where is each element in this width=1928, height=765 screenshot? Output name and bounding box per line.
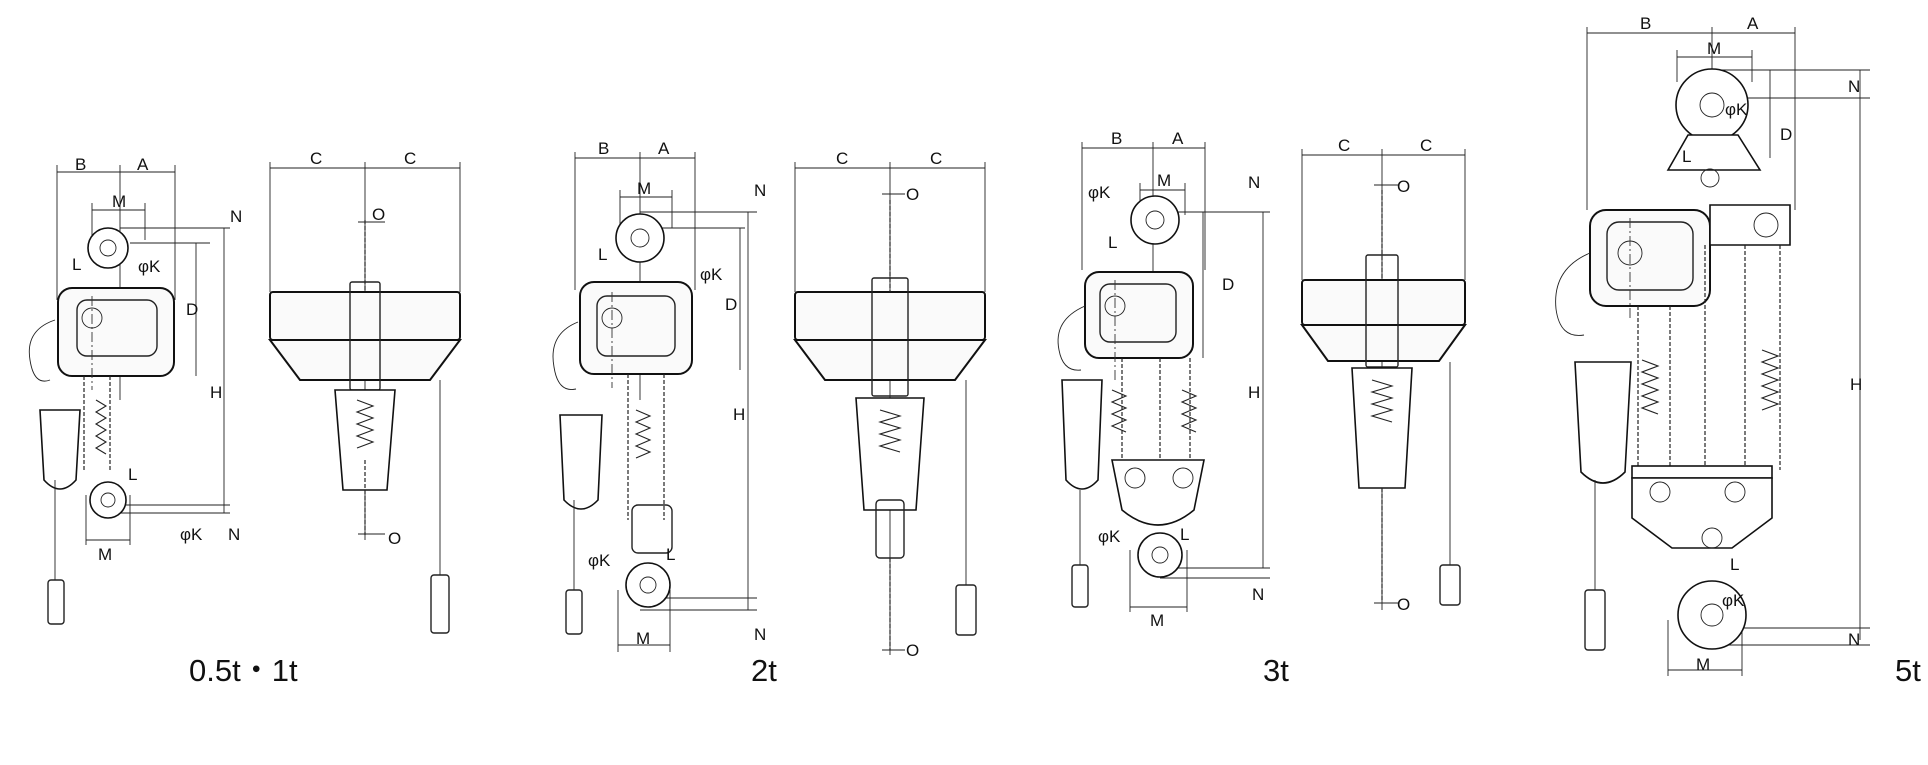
dim-label-k-top: φK (1088, 183, 1111, 202)
dim-label-c-right: C (1420, 136, 1432, 155)
dim-label-k-top: φK (1725, 100, 1748, 119)
dim-label-l-top: L (1682, 147, 1691, 166)
dim-label-o-top: O (1397, 177, 1410, 196)
dim-label-m-top: M (1157, 171, 1171, 190)
hoist-1t-side-view: C C O O (268, 149, 462, 634)
dim-label-n-bottom: N (1848, 630, 1860, 649)
caption-2t: 2t (751, 653, 777, 688)
caption-5t: 5t (1895, 653, 1921, 688)
dim-label-k-bottom: φK (180, 525, 203, 544)
dim-label-l-bottom: L (1180, 525, 1189, 544)
caption-0-5t-1t: 0.5t・1t (189, 653, 298, 688)
dim-label-a: A (1172, 129, 1184, 148)
dim-label-n-top: N (1248, 173, 1260, 192)
dim-label-h: H (210, 383, 222, 402)
dim-label-k-bottom: φK (1098, 527, 1121, 546)
dim-label-k-bottom: φK (588, 551, 611, 570)
dim-label-b: B (75, 155, 86, 174)
hoist-2t-front-view: B A M N D H φK L φK L N M (552, 139, 766, 652)
dim-label-a: A (1747, 14, 1759, 33)
dim-label-a: A (658, 139, 670, 158)
hoist-3t-side-view: C C O O (1300, 136, 1467, 614)
dim-label-l-top: L (598, 245, 607, 264)
dim-label-n-bottom: N (228, 525, 240, 544)
dim-label-m-top: M (1707, 39, 1721, 58)
dim-label-b: B (1111, 129, 1122, 148)
dim-label-m-bottom: M (1150, 611, 1164, 630)
dim-label-m-top: M (637, 179, 651, 198)
dim-label-m-bottom: M (98, 545, 112, 564)
dim-label-d: D (1222, 275, 1234, 294)
dim-label-o-bottom: O (388, 529, 401, 548)
caption-3t: 3t (1263, 653, 1289, 688)
dim-label-d: D (186, 300, 198, 319)
dim-label-c-left: C (836, 149, 848, 168)
dim-label-h: H (1248, 383, 1260, 402)
dim-label-c-right: C (930, 149, 942, 168)
dim-label-o-top: O (906, 185, 919, 204)
dim-label-k-top: φK (700, 265, 723, 284)
dim-label-o-bottom: O (1397, 595, 1410, 614)
dim-label-n-top: N (230, 207, 242, 226)
hoist-3t-front-view: B A M φK N D H L φK L N M (1057, 129, 1270, 630)
dim-label-b: B (1640, 14, 1651, 33)
dim-label-l-top: L (1108, 233, 1117, 252)
dim-label-l-bottom: L (1730, 555, 1739, 574)
dim-label-l-bottom: L (128, 465, 137, 484)
dim-label-o-bottom: O (906, 641, 919, 660)
dim-label-k-top: φK (138, 257, 161, 276)
dim-label-k-bottom: φK (1722, 591, 1745, 610)
dim-label-d: D (725, 295, 737, 314)
dim-label-n-bottom: N (754, 625, 766, 644)
dim-label-b: B (598, 139, 609, 158)
dim-label-n-top: N (1848, 77, 1860, 96)
dim-label-m-bottom: M (636, 629, 650, 648)
dim-label-c-right: C (404, 149, 416, 168)
dim-label-n-bottom: N (1252, 585, 1264, 604)
dim-label-l-top: L (72, 255, 81, 274)
dim-label-c-left: C (310, 149, 322, 168)
dim-label-c-left: C (1338, 136, 1350, 155)
hoist-1t-front-view: B A M N D H φK L φK L N M (28, 155, 242, 625)
dim-label-d: D (1780, 125, 1792, 144)
dim-label-h: H (733, 405, 745, 424)
dim-label-m-top: M (112, 192, 126, 211)
hoist-5t-front-view: B A M N D H φK L φK L N M (1555, 14, 1870, 676)
dim-label-n-top: N (754, 181, 766, 200)
dim-label-o-top: O (372, 205, 385, 224)
hoist-2t-side-view: C C O O (793, 149, 987, 660)
dim-label-m-bottom: M (1696, 655, 1710, 674)
dim-label-l-bottom: L (666, 545, 675, 564)
dim-label-h: H (1850, 375, 1862, 394)
dim-label-a: A (137, 155, 149, 174)
